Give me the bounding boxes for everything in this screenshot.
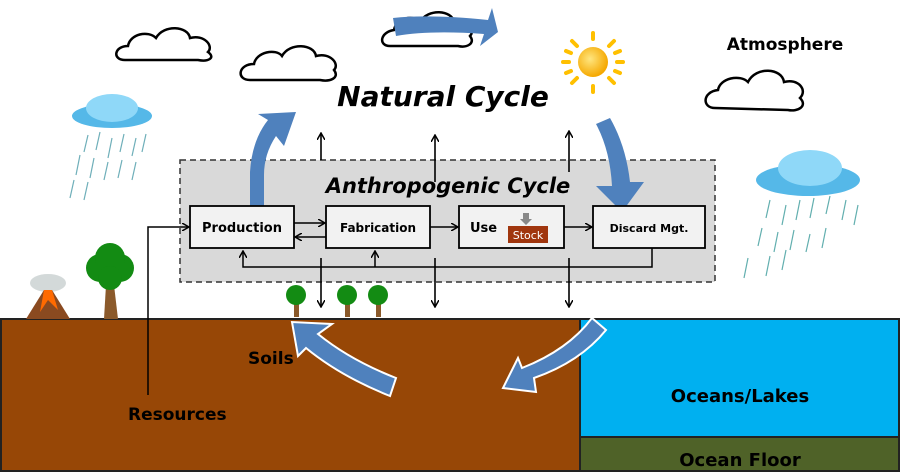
anthropogenic-cycle-title: Anthropogenic Cycle [324, 174, 571, 198]
stage-label: Use [470, 221, 497, 236]
ocean-floor-label: Ocean Floor [679, 450, 801, 471]
rain-cloud-icon [743, 150, 860, 279]
tree-icon [337, 285, 357, 317]
flow-arrow-soil-up [290, 320, 398, 398]
flow-arrow-ocean-to-soil [501, 316, 608, 394]
stage-use: Use Stock [458, 205, 565, 249]
atmosphere-label: Atmosphere [727, 35, 844, 55]
stage-discard: Discard Mgt. [592, 205, 706, 249]
exchange-arrows [321, 132, 569, 306]
rain-cloud-icon [69, 94, 152, 201]
stock-arrow-icon [520, 213, 532, 225]
tree-icon [368, 285, 388, 317]
stage-label: Discard Mgt. [610, 222, 689, 235]
natural-cycle-title: Natural Cycle [337, 80, 549, 113]
flow-arrow-down [596, 118, 644, 212]
stage-label: Production [202, 221, 282, 236]
tree-icon [86, 243, 134, 319]
cloud-icon [704, 69, 805, 112]
stage-production: Production [189, 205, 295, 249]
soils-label: Soils [248, 349, 294, 369]
cloud-icon [115, 27, 213, 62]
resources-label: Resources [128, 405, 227, 425]
stock-badge [508, 226, 548, 243]
stock-label: Stock [513, 229, 544, 242]
oceans-label: Oceans/Lakes [671, 386, 809, 407]
soil-region [0, 318, 581, 472]
sun-icon [561, 31, 625, 94]
volcano-icon [26, 274, 70, 319]
flow-arrow-up [250, 112, 296, 210]
tree-icon [286, 285, 306, 317]
cloud-icon [239, 45, 337, 82]
stage-fabrication: Fabrication [325, 205, 431, 249]
stage-label: Fabrication [340, 221, 416, 235]
stage-connectors [147, 223, 653, 395]
ocean-floor-region [579, 436, 900, 472]
ocean-region [579, 318, 900, 438]
flow-arrow-top [393, 8, 498, 46]
